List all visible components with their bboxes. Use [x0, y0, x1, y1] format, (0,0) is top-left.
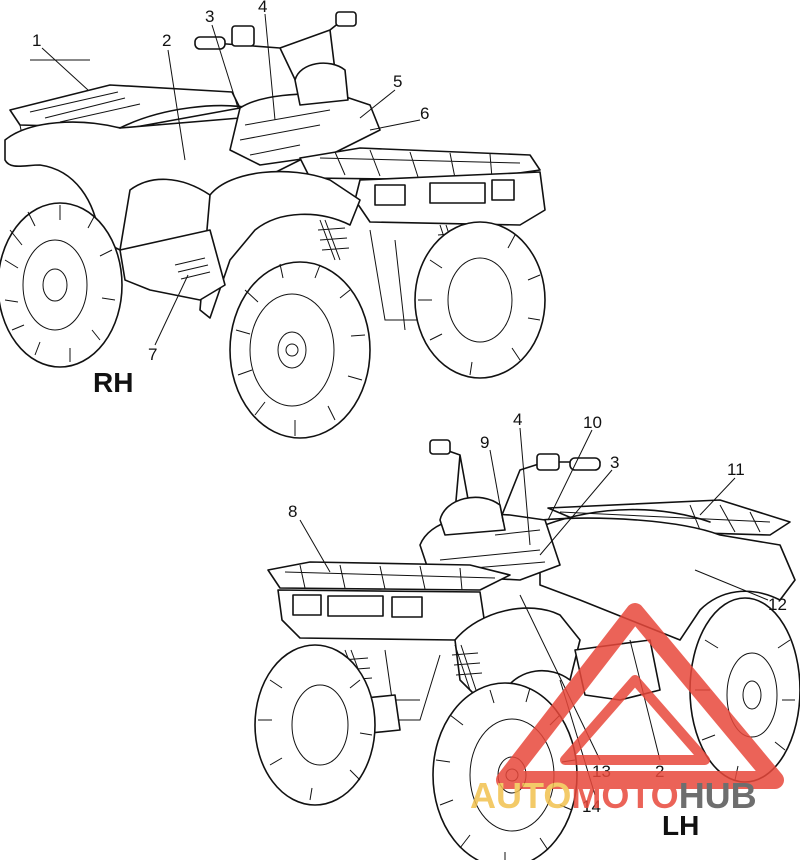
callout-label: 10	[583, 413, 602, 432]
callout-label: 2	[162, 31, 171, 50]
callout-label: 3	[610, 453, 619, 472]
rh-leader-lines	[30, 13, 421, 346]
automotohub-watermark: AUTOMOTOHUB	[470, 603, 784, 816]
lh-leader-lines	[299, 427, 769, 796]
callout-label: 6	[420, 104, 429, 123]
callout-label: 3	[205, 7, 214, 26]
callout-label: 7	[148, 345, 157, 364]
callout-label: 1	[32, 31, 41, 50]
watermark-hub: HUB	[679, 775, 757, 816]
atv-left-side-view	[254, 439, 800, 860]
watermark-moto: MOTO	[571, 775, 678, 816]
callout-label: 8	[288, 502, 297, 521]
atv-right-side-view	[0, 11, 546, 439]
view-label-rh: RH	[93, 367, 133, 398]
callout-label: 9	[480, 433, 489, 452]
callout-label: 5	[393, 72, 402, 91]
view-label-lh: LH	[662, 810, 699, 841]
watermark-triangle-inner-icon	[560, 675, 710, 765]
callout-label: 12	[768, 595, 787, 614]
callout-label: 4	[513, 410, 522, 429]
watermark-auto: AUTO	[470, 775, 571, 816]
rh-callouts: 1 2 3 4 5 6 7	[32, 0, 429, 364]
callout-label: 4	[258, 0, 267, 16]
watermark-triangle-icon	[496, 603, 784, 789]
svg-text:AUTOMOTOHUB: AUTOMOTOHUB	[470, 775, 757, 816]
callout-label: 14	[582, 797, 601, 816]
callout-label: 11	[727, 460, 745, 479]
